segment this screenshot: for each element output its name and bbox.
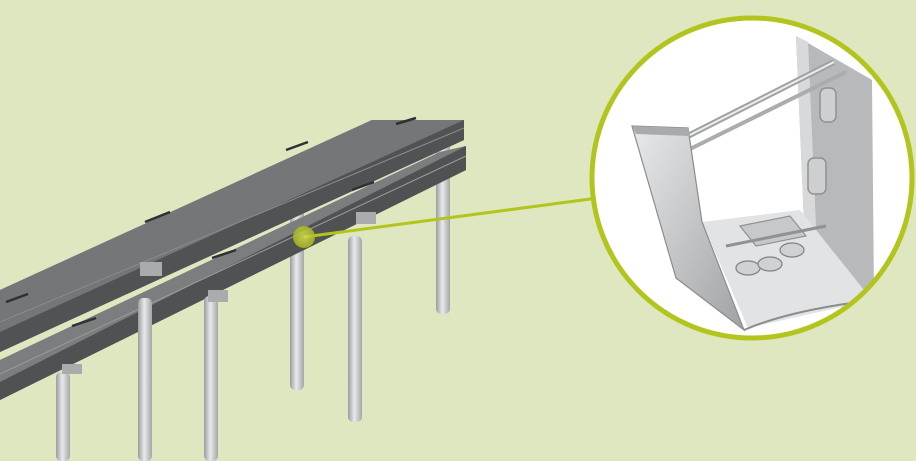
bracket — [208, 290, 228, 302]
cable-trough-upper — [0, 116, 465, 352]
detail-magnifier — [589, 15, 915, 341]
support-post — [348, 236, 362, 422]
support-post — [204, 296, 218, 461]
support-posts-front — [56, 212, 376, 461]
cable-trough-lower — [0, 146, 467, 400]
trough-clip-detail — [631, 36, 875, 332]
bracket — [62, 364, 82, 374]
bracket — [140, 262, 162, 276]
support-post — [56, 372, 70, 461]
callout-dot — [293, 226, 315, 248]
detail-ring — [589, 15, 915, 341]
callout — [293, 196, 599, 248]
bracket — [356, 212, 376, 224]
support-post — [138, 298, 152, 461]
callout-line — [303, 196, 599, 239]
